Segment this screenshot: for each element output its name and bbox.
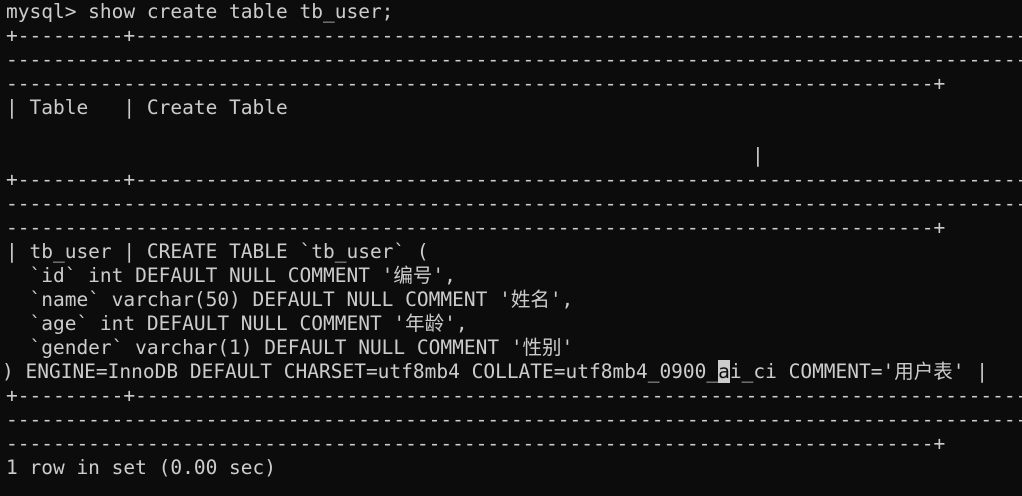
result-row-line-2: `id` int DEFAULT NULL COMMENT '编号', bbox=[6, 264, 456, 287]
command-prompt-line: mysql> show create table tb_user; bbox=[6, 0, 394, 23]
table-border-top-1: +---------+-----------------------------… bbox=[6, 24, 1022, 47]
table-border-bot-1: +---------+-----------------------------… bbox=[6, 384, 1022, 407]
table-border-top-3: ----------------------------------------… bbox=[6, 72, 946, 95]
result-row-line-6-post: i_ci COMMENT='用户表' | bbox=[729, 360, 988, 383]
table-header-end-pipe: | bbox=[752, 144, 764, 167]
table-border-mid-2: ----------------------------------------… bbox=[6, 192, 1022, 215]
result-row-line-5: `gender` varchar(1) DEFAULT NULL COMMENT… bbox=[6, 336, 574, 359]
result-row-line-1: | tb_user | CREATE TABLE `tb_user` ( bbox=[6, 240, 429, 263]
table-border-top-2: ----------------------------------------… bbox=[6, 48, 1022, 71]
table-border-bot-3: ----------------------------------------… bbox=[6, 432, 946, 455]
table-border-mid-3: ----------------------------------------… bbox=[6, 216, 946, 239]
table-border-mid-1: +---------+-----------------------------… bbox=[6, 168, 1022, 191]
table-border-bot-2: ----------------------------------------… bbox=[6, 408, 1022, 431]
result-row-line-6: ) ENGINE=InnoDB DEFAULT CHARSET=utf8mb4 … bbox=[2, 360, 988, 384]
text-cursor: a bbox=[718, 360, 730, 383]
result-row-line-3: `name` varchar(50) DEFAULT NULL COMMENT … bbox=[6, 288, 574, 311]
result-row-line-4: `age` int DEFAULT NULL COMMENT '年龄', bbox=[6, 312, 468, 335]
query-result-summary: 1 row in set (0.00 sec) bbox=[6, 456, 277, 479]
result-row-line-6-pre: ) ENGINE=InnoDB DEFAULT CHARSET=utf8mb4 … bbox=[2, 360, 719, 383]
table-header-row: | Table | Create Table bbox=[6, 96, 288, 119]
